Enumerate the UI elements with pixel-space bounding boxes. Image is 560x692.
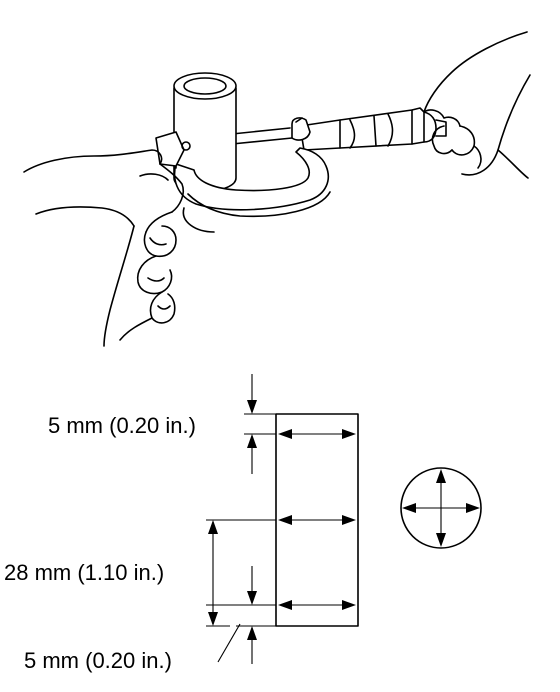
middle-measure-label: 28 mm (1.10 in.) (4, 560, 165, 585)
top-measure-label: 5 mm (0.20 in.) (48, 413, 196, 438)
micrometer-frame-icon (155, 131, 331, 233)
micrometer-thimble-icon (291, 107, 447, 151)
right-hand-icon (423, 31, 531, 179)
measure-arrow-middle (278, 515, 356, 525)
four-direction-arrows-icon (400, 467, 482, 549)
micrometer-spindle-icon (231, 127, 293, 145)
bottom-measure-label: 5 mm (0.20 in.) (24, 648, 172, 673)
bushing-cylinder-icon (173, 72, 237, 194)
dim-bottom-5mm (217, 566, 257, 664)
measure-arrow-top (278, 429, 356, 439)
dim-middle-28mm (206, 520, 230, 627)
dim-top-5mm (247, 374, 257, 474)
measure-arrow-bottom (278, 600, 356, 610)
left-hand-icon (23, 149, 185, 347)
